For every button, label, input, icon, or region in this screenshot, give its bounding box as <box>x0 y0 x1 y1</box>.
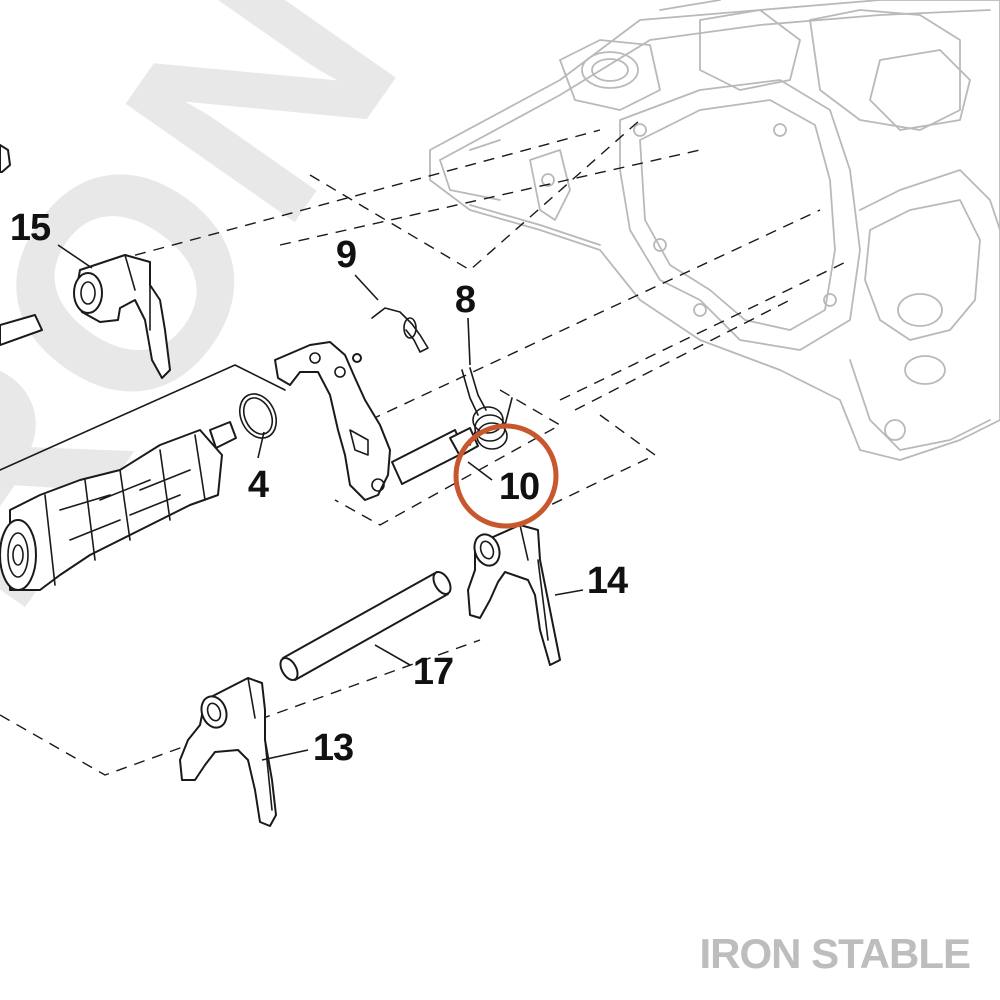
callout-4: 4 <box>248 464 269 506</box>
leader-lines <box>57 244 584 761</box>
brand-logo: IRON STABLE <box>699 930 970 977</box>
assembly-dashed-lines <box>0 119 851 776</box>
bolt-part <box>0 144 11 173</box>
shift-lever <box>274 341 479 501</box>
callout-10: 10 <box>499 466 539 508</box>
callout-14: 14 <box>587 560 628 602</box>
callout-9: 9 <box>336 234 356 276</box>
highlight-circle <box>453 423 559 529</box>
spring-clip-9 <box>371 307 429 353</box>
callouts: 15 9 8 4 10 14 17 13 <box>10 207 629 769</box>
callout-15: 15 <box>10 207 51 249</box>
gearcase-housing-ghost <box>429 0 1000 461</box>
callout-13: 13 <box>313 727 353 769</box>
callout-8: 8 <box>455 279 475 321</box>
callout-17: 17 <box>413 651 453 693</box>
o-ring-4 <box>238 393 278 439</box>
shift-drum <box>0 421 237 591</box>
shift-fork-14 <box>467 524 561 666</box>
shift-fork-13 <box>179 677 277 827</box>
fork-shaft-17 <box>279 571 452 681</box>
shift-fork-15 <box>0 254 171 379</box>
